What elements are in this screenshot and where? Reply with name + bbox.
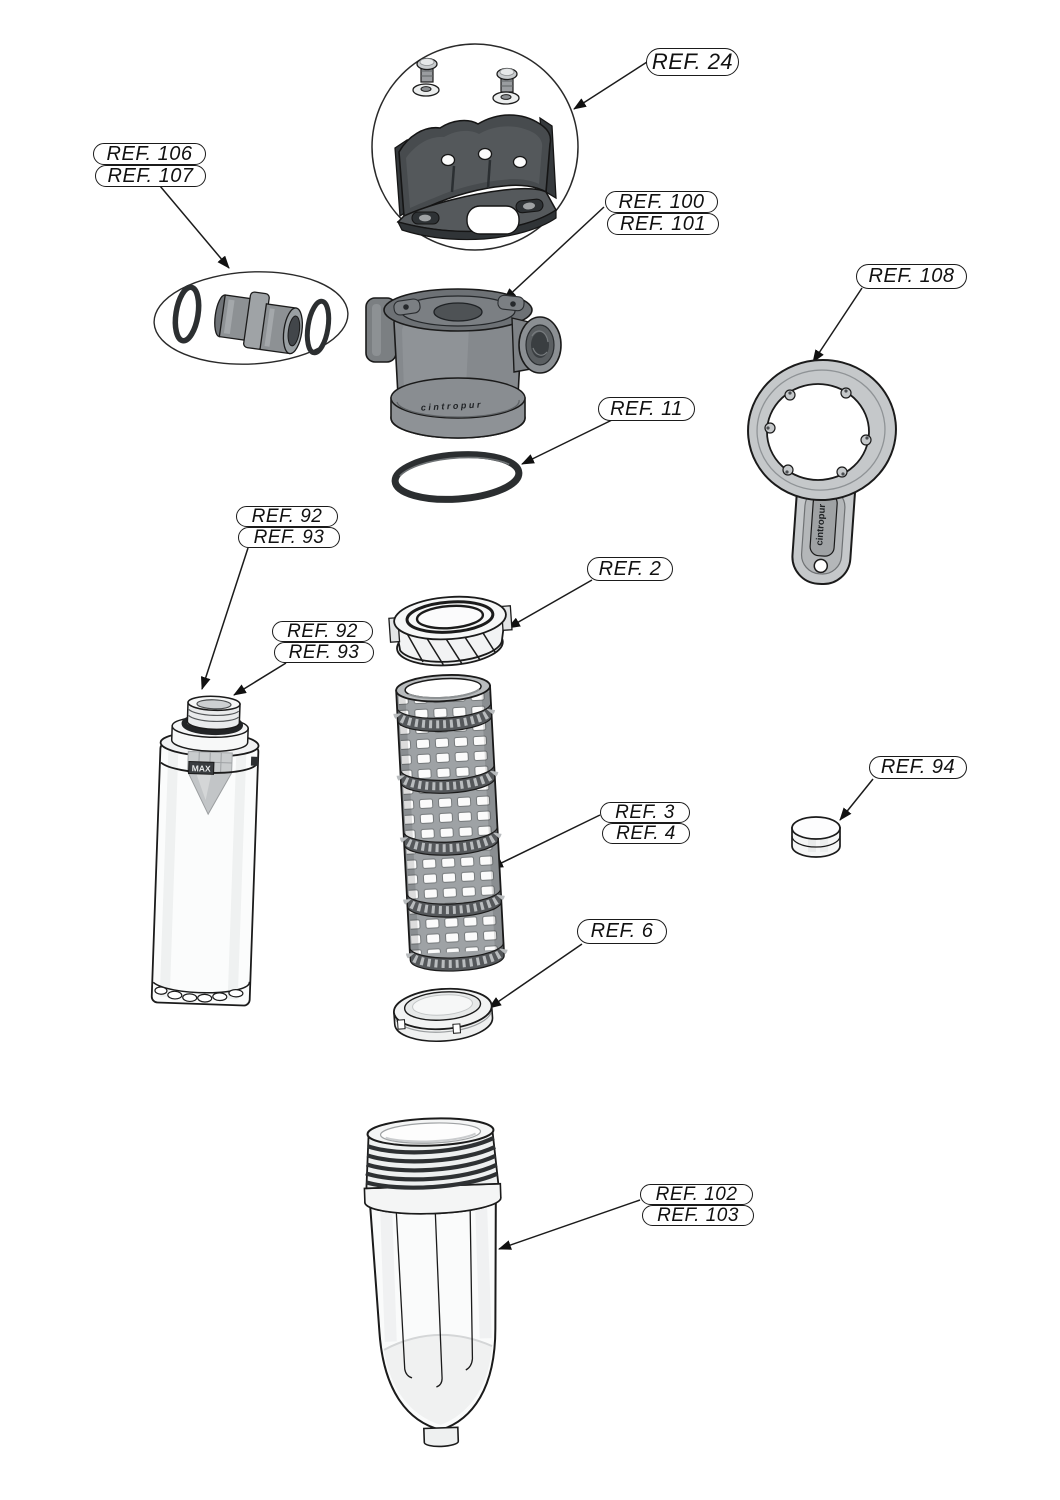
label-ref-107: REF. 107 — [95, 165, 206, 187]
label-ref-93-b: REF. 93 — [274, 642, 374, 663]
leader-ref100 — [503, 206, 605, 301]
leader-ref92a — [200, 547, 249, 690]
bracket-detail-circle — [371, 43, 579, 251]
service-wrench: cintropur — [747, 358, 897, 586]
leader-ref92b — [233, 662, 287, 696]
label-ref-106: REF. 106 — [93, 143, 206, 165]
label-ref-6: REF. 6 — [577, 919, 667, 944]
o-ring-left — [172, 284, 202, 344]
head-brand-text: cintropur — [421, 399, 483, 412]
wall-bracket — [394, 114, 557, 241]
label-ref-93: REF. 93 — [238, 527, 340, 548]
label-ref-102: REF. 102 — [640, 1184, 753, 1205]
leader-ref108 — [812, 287, 863, 363]
washer-icon — [412, 83, 440, 97]
leader-ref102 — [498, 1199, 641, 1250]
leader-lines — [159, 61, 874, 1250]
filter-bowl — [363, 1117, 502, 1448]
label-ref-92-b: REF. 92 — [272, 621, 373, 642]
label-ref-11: REF. 11 — [598, 397, 695, 421]
leader-ref6 — [488, 943, 583, 1009]
label-ref-94: REF. 94 — [869, 756, 967, 779]
screw-icon — [416, 57, 438, 83]
o-ring-right — [304, 298, 332, 356]
filter-head: cintropur — [365, 288, 562, 439]
max-text: MAX — [192, 763, 212, 774]
label-ref-108: REF. 108 — [856, 264, 967, 289]
screen-rings — [393, 702, 508, 972]
nipple-connector — [214, 291, 304, 355]
leader-ref11 — [521, 419, 613, 465]
label-ref-101: REF. 101 — [607, 213, 719, 235]
leader-ref3 — [490, 814, 601, 869]
leader-ref24 — [573, 61, 648, 110]
leader-ref2 — [507, 579, 593, 629]
leader-ref94 — [839, 778, 874, 821]
filter-cartridge: MAX — [150, 695, 260, 1007]
label-ref-4: REF. 4 — [602, 823, 690, 844]
label-ref-100: REF. 100 — [605, 191, 718, 213]
protection-cap — [791, 816, 841, 858]
label-ref-103: REF. 103 — [642, 1205, 754, 1226]
wrench-brand-text: cintropur — [814, 503, 828, 546]
leader-ref106 — [159, 185, 230, 269]
washer-icon — [492, 91, 520, 105]
label-ref-92: REF. 92 — [236, 506, 338, 527]
screen-end-cap — [392, 987, 494, 1043]
max-mark — [188, 760, 215, 775]
head-o-ring — [391, 451, 523, 503]
filter-screen-sleeve — [393, 674, 508, 972]
connector-detail-ellipse — [153, 271, 349, 365]
label-ref-2: REF. 2 — [587, 557, 673, 581]
label-ref-24: REF. 24 — [646, 48, 739, 76]
collar-nut — [388, 595, 513, 667]
label-ref-3: REF. 3 — [600, 802, 690, 823]
